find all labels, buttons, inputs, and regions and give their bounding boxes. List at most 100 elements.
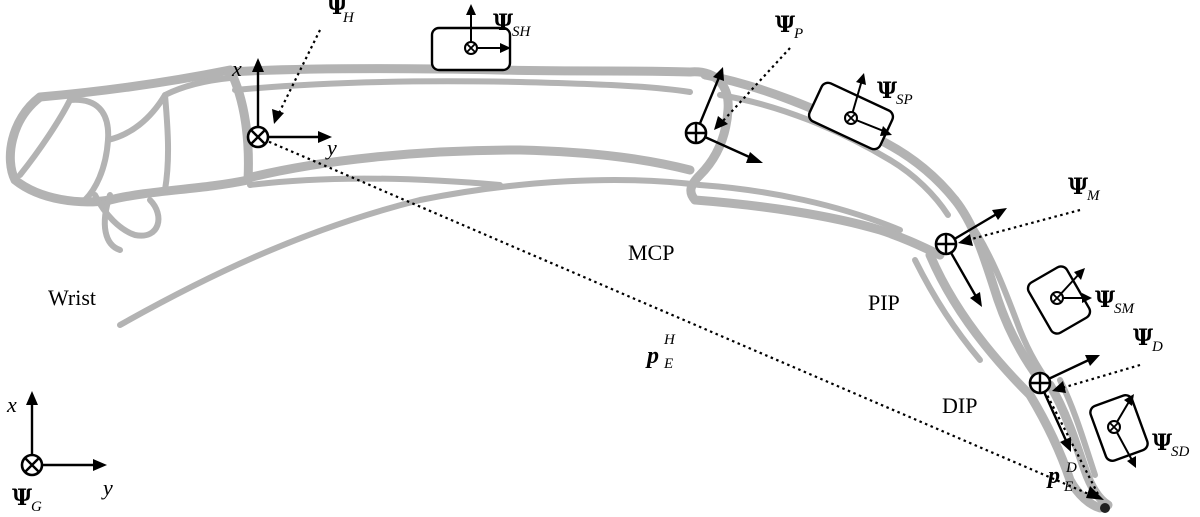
label-p-e-h-symbol: p — [645, 343, 659, 369]
frame-middle-y-arrowhead — [970, 292, 982, 307]
frame-hand-x-label: x — [231, 56, 242, 81]
frame-hand: x y Ψ H — [231, 0, 355, 160]
position-vectors — [257, 29, 1141, 513]
frame-middle-subscript: M — [1086, 188, 1101, 204]
frame-proximal-plus-icon — [686, 123, 706, 143]
pointer-psi-d — [1061, 363, 1141, 390]
sensor-hand-subscript: SH — [512, 24, 532, 40]
carpal-bone-1 — [17, 97, 73, 178]
sensor-proximal-cross-icon — [846, 113, 856, 123]
sensor-hand-symbol: Ψ — [493, 10, 513, 36]
frame-ground-x-label: x — [6, 392, 17, 417]
sensor-proximal-x-arrowhead — [856, 73, 866, 85]
frame-middle-x-arrowhead — [992, 208, 1007, 220]
frame-ground-symbol: Ψ — [12, 485, 32, 511]
pointer-psi-h — [277, 29, 321, 116]
frame-distal-y-arrowhead — [1060, 437, 1071, 452]
label-mcp: MCP — [628, 240, 674, 265]
proximal-bottom — [690, 195, 945, 260]
frame-hand-x-arrowhead — [252, 58, 264, 72]
fingertip-point — [1100, 503, 1110, 513]
sensor-proximal-subscript: SP — [896, 92, 913, 108]
frame-distal-symbol: Ψ — [1133, 325, 1153, 351]
frame-hand-symbol: Ψ — [327, 0, 347, 20]
frame-proximal-subscript: P — [793, 26, 803, 42]
middle-inner — [925, 250, 1035, 400]
pointer-psi-m — [967, 208, 1081, 242]
sensor-distal: Ψ SD — [1089, 393, 1190, 468]
sensor-proximal-y-arrowhead — [880, 126, 892, 136]
palm-edge — [247, 175, 503, 188]
sensor-hand-x-arrowhead — [466, 4, 476, 15]
label-p-e-h-subscript: E — [663, 356, 673, 372]
middle-inner-2 — [912, 257, 983, 363]
frame-hand-subscript: H — [342, 10, 355, 26]
pointer-psi-h-arrowhead — [272, 109, 284, 124]
label-wrist: Wrist — [48, 285, 96, 310]
frame-distal-subscript: D — [1151, 339, 1163, 355]
frame-hand-y-label: y — [325, 135, 337, 160]
frame-proximal: Ψ P — [684, 12, 803, 163]
proximal-bottom-inner — [697, 182, 903, 233]
sensor-distal-symbol: Ψ — [1152, 430, 1172, 456]
pointer-psi-m-arrowhead — [958, 234, 973, 246]
frame-distal-x-arrowhead — [1085, 355, 1100, 366]
sensor-distal-y-arrowhead — [1127, 456, 1136, 468]
sensor-proximal: Ψ SP — [807, 73, 913, 151]
carpal-bone-2 — [67, 96, 112, 203]
sensor-distal-cross-icon — [1109, 422, 1119, 432]
frame-ground-subscript: G — [31, 499, 42, 515]
carpal-bone-6 — [101, 192, 123, 253]
sensor-hand-y-arrowhead — [500, 43, 511, 53]
frame-ground-y-label: y — [101, 475, 113, 500]
frame-distal-plus-icon — [1030, 373, 1050, 393]
label-p-e-h-superscript: H — [663, 332, 676, 348]
carpal-bone-4 — [162, 75, 233, 98]
sensor-middle-symbol: Ψ — [1095, 287, 1115, 313]
label-p-e-d: p D E — [1046, 460, 1077, 495]
sensor-distal-x-arrowhead — [1124, 394, 1134, 406]
sensor-middle: Ψ SM — [1026, 265, 1136, 335]
frame-hand-y-arrowhead — [318, 131, 332, 143]
metacarpal-top-inner — [232, 78, 693, 95]
frame-distal-y-axis — [1038, 382, 1070, 446]
label-p-e-d-superscript: D — [1065, 460, 1077, 476]
sensor-proximal-symbol: Ψ — [877, 78, 897, 104]
frame-ground-x-arrowhead — [26, 391, 38, 405]
frame-hand-cross-icon — [250, 129, 266, 145]
label-dip: DIP — [942, 393, 977, 418]
frame-proximal-symbol: Ψ — [775, 12, 795, 38]
proximal-top-inner — [717, 92, 951, 218]
sensor-middle-cross-icon — [1052, 293, 1062, 303]
vector-hand-to-tip — [257, 135, 1099, 500]
label-p-e-d-symbol: p — [1046, 463, 1060, 489]
label-p-e-h: p H E — [645, 332, 676, 372]
carpal-outline — [5, 65, 253, 207]
pointer-psi-d-arrowhead — [1052, 381, 1066, 393]
metacarpal-lower-edge — [117, 177, 703, 328]
frame-middle-plus-icon — [936, 234, 956, 254]
middle-outer-inner — [962, 212, 1053, 388]
pointer-psi-p-arrowhead — [714, 116, 728, 130]
frame-distal: Ψ D — [1028, 325, 1163, 452]
distal-inner — [1025, 390, 1105, 513]
pointer-psi-p — [721, 47, 791, 123]
sensor-middle-subscript: SM — [1114, 301, 1136, 317]
sensor-distal-subscript: SD — [1171, 444, 1190, 460]
sensor-hand-cross-icon — [466, 43, 476, 53]
frame-ground: x y Ψ G — [6, 391, 113, 515]
frame-proximal-x-arrowhead — [713, 67, 724, 81]
label-p-e-d-subscript: E — [1063, 479, 1073, 495]
frame-ground-cross-icon — [24, 457, 40, 473]
frame-middle-symbol: Ψ — [1068, 174, 1088, 200]
frame-ground-y-arrowhead — [93, 459, 107, 471]
sensor-middle-x-arrowhead — [1074, 268, 1085, 280]
finger-skeleton — [5, 64, 1113, 513]
sensor-hand: Ψ SH — [430, 4, 532, 72]
label-pip: PIP — [868, 290, 900, 315]
carpal-bone-3 — [105, 92, 172, 193]
metacarpal-bottom — [243, 145, 695, 183]
frame-proximal-y-arrowhead — [746, 152, 763, 163]
